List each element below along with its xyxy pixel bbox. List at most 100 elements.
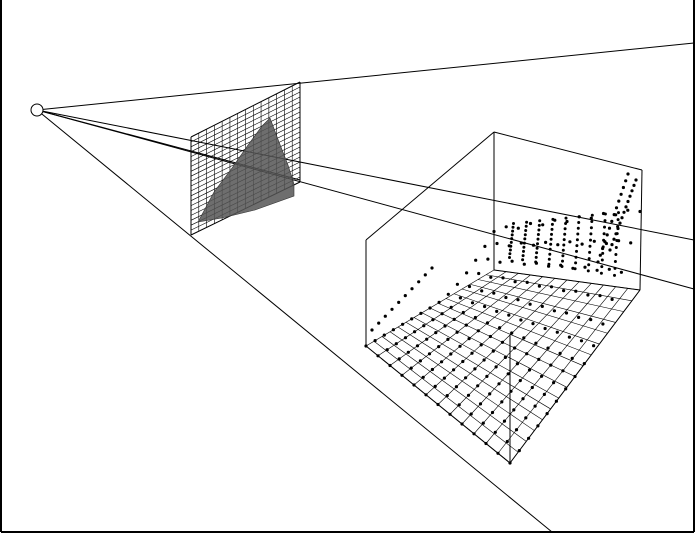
depth-point (428, 306, 432, 310)
depth-point (601, 251, 605, 255)
depth-point (449, 305, 453, 309)
depth-point (614, 206, 619, 210)
depth-point (531, 322, 535, 326)
depth-point (535, 246, 539, 250)
depth-point (464, 376, 468, 380)
depth-point (605, 233, 609, 237)
depth-point (495, 241, 499, 246)
depth-point (577, 221, 581, 224)
depth-point (522, 241, 526, 245)
depth-point (431, 318, 435, 322)
depth-point (478, 402, 483, 406)
depth-point (482, 358, 486, 362)
depth-point (512, 408, 516, 412)
depth-point (442, 376, 446, 380)
image-plane-grid-line (190, 96, 301, 152)
depth-point (601, 322, 605, 326)
depth-point (561, 254, 565, 258)
depth-point (397, 300, 401, 304)
depth-point (511, 225, 515, 229)
depth-point (619, 270, 624, 274)
depth-point (510, 331, 514, 335)
depth-point (443, 324, 447, 328)
depth-point (522, 262, 526, 266)
depth-point (603, 219, 607, 223)
ground-mesh-line (461, 288, 608, 334)
depth-point (454, 385, 458, 389)
depth-point (549, 242, 553, 246)
depth-point (542, 392, 547, 396)
depth-point (607, 267, 611, 271)
depth-point (614, 246, 618, 249)
depth-point (533, 404, 537, 408)
depth-point (614, 232, 618, 236)
depth-point (550, 227, 554, 231)
depth-point (505, 439, 509, 444)
depth-point (473, 315, 477, 320)
image-plane-grid-line (190, 111, 301, 167)
depth-point (470, 351, 474, 355)
depth-point (589, 226, 593, 230)
depth-point (549, 363, 553, 367)
depth-point (626, 172, 630, 176)
depth-point (448, 412, 452, 416)
depth-point (525, 352, 529, 356)
depth-point (440, 312, 444, 316)
depth-point (401, 322, 405, 326)
depth-point (547, 262, 551, 266)
depth-point (400, 373, 404, 377)
depth-point (517, 449, 521, 453)
depth-point (551, 217, 555, 221)
depth-point (556, 243, 560, 247)
depth-point (508, 252, 512, 256)
depth-point (622, 210, 626, 214)
depth-point (564, 387, 568, 391)
depth-point (415, 344, 420, 348)
depth-point (524, 224, 528, 228)
depth-point (615, 239, 619, 242)
depth-point (527, 436, 531, 440)
depth-point (586, 269, 590, 273)
depth-point (524, 229, 528, 232)
depth-point (481, 421, 485, 425)
depth-point (498, 260, 502, 264)
depth-point (513, 280, 517, 284)
depth-point (476, 384, 480, 388)
depth-point (509, 244, 513, 248)
depth-point (510, 237, 514, 241)
depth-point (575, 238, 579, 242)
depth-point (582, 362, 586, 366)
depth-point (543, 326, 547, 331)
depth-point (458, 296, 462, 300)
depth-point (452, 317, 456, 321)
depth-point (508, 461, 512, 465)
depth-point (436, 402, 440, 407)
depth-point (430, 266, 434, 270)
depth-point (634, 178, 638, 182)
depth-point (621, 185, 626, 190)
depth-point (574, 289, 578, 293)
depth-point (403, 336, 408, 340)
depth-point (449, 352, 453, 356)
depth-point (508, 256, 511, 259)
depth-point (562, 243, 566, 247)
depth-point (603, 212, 607, 216)
depth-point (509, 389, 513, 393)
depth-point (523, 237, 527, 241)
depth-point (549, 237, 553, 241)
depth-point (630, 189, 634, 193)
depth-point (588, 250, 592, 254)
depth-point (590, 220, 594, 223)
ground-mesh-line (453, 293, 600, 345)
depth-point (515, 362, 520, 366)
depth-point (528, 302, 532, 306)
depth-point (485, 321, 490, 325)
depth-point (563, 227, 567, 231)
depth-point (575, 249, 578, 253)
depth-point (495, 309, 499, 313)
depth-point (549, 285, 554, 289)
depth-point (536, 424, 540, 428)
depth-point (440, 360, 444, 364)
depth-point (579, 339, 584, 343)
